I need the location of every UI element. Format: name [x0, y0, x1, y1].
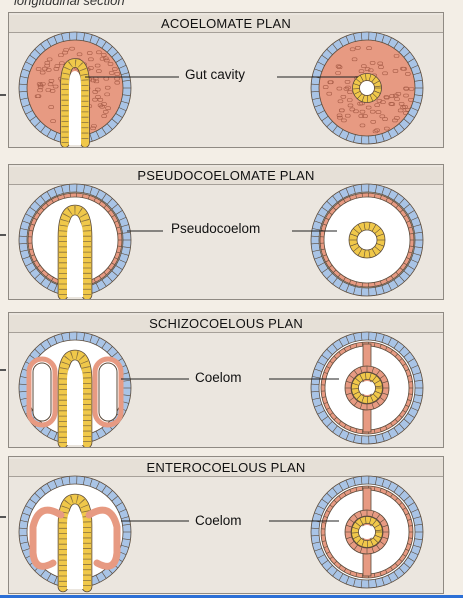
- panel-schizocoelous: SCHIZOCOELOUS PLAN Coelom: [8, 312, 444, 448]
- edge-mark: [0, 234, 6, 236]
- panel-pseudocoelomate: PSEUDOCOELOMATE PLAN Pseudocoelom: [8, 164, 444, 300]
- panel-acoelomate: ACOELOMATE PLAN Gut cavity: [8, 12, 444, 148]
- gut-cavity: [360, 81, 374, 95]
- panel-enterocoelous: ENTEROCOELOUS PLAN Coelom: [8, 456, 444, 594]
- edge-mark: [0, 516, 6, 518]
- coelom-label: Coelom: [195, 513, 242, 528]
- coelom-label: Coelom: [195, 370, 242, 385]
- pseudocoelom-label: Pseudocoelom: [171, 221, 260, 236]
- gut-cavity-label: Gut cavity: [185, 67, 245, 82]
- edge-mark: [0, 369, 6, 371]
- top-caption: longitudinal section: [14, 0, 125, 8]
- edge-mark: [0, 94, 6, 96]
